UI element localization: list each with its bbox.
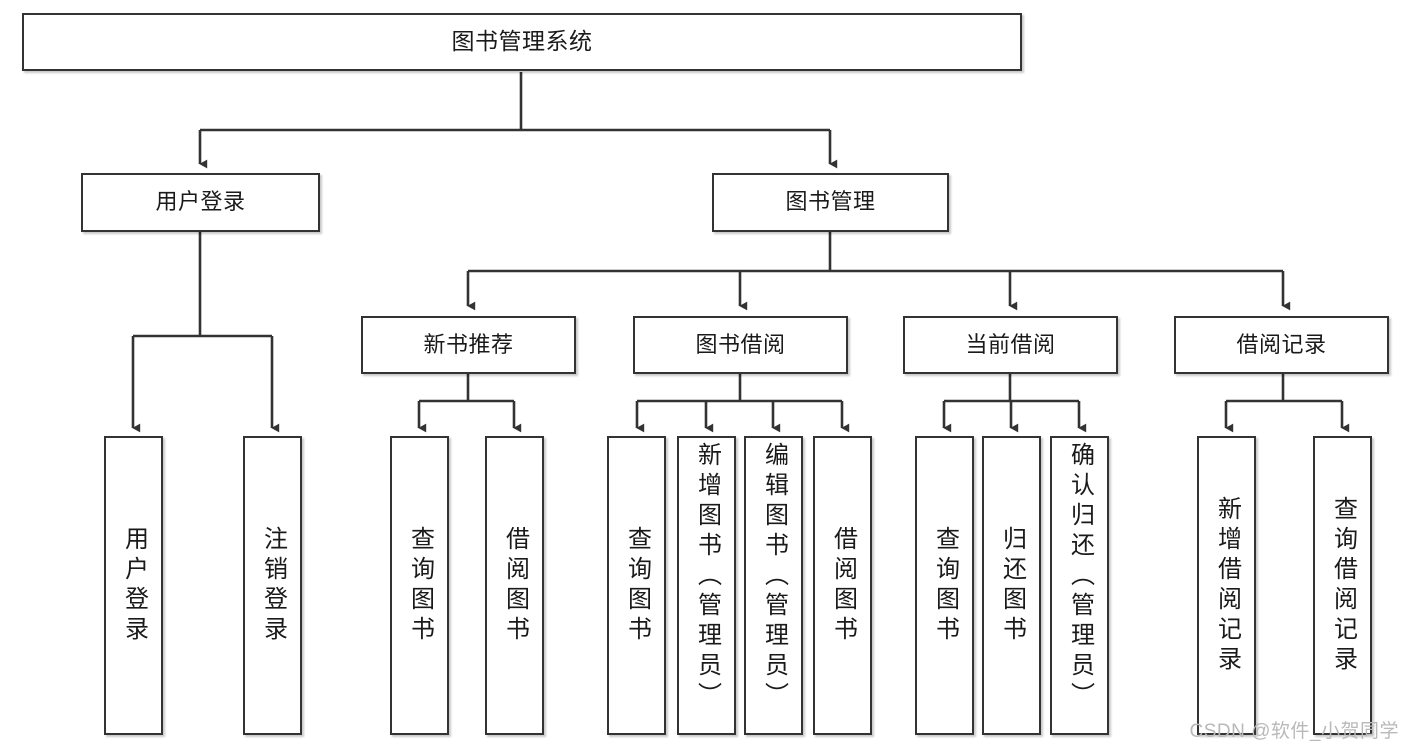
node-new-book-recommend-label: 新书推荐 (423, 331, 514, 357)
node-leaf-user-login-label: 用户登录 (120, 525, 148, 646)
node-leaf-borrow-book-2[interactable]: 借阅图书 (813, 436, 872, 735)
node-borrow-record-label: 借阅记录 (1236, 331, 1327, 357)
node-leaf-query-book-2-label: 查询图书 (623, 525, 651, 646)
node-leaf-query-book-3-label: 查询图书 (931, 525, 959, 646)
node-new-book-recommend[interactable]: 新书推荐 (361, 316, 576, 374)
node-leaf-confirm-return-label: 确认归还（管理员） (1066, 442, 1094, 712)
node-leaf-return-book[interactable]: 归还图书 (982, 436, 1041, 735)
node-leaf-add-record-label: 新增借阅记录 (1213, 495, 1241, 676)
node-leaf-borrow-book-1-label: 借阅图书 (501, 525, 529, 646)
node-leaf-query-record[interactable]: 查询借阅记录 (1313, 436, 1372, 735)
node-leaf-query-book-1[interactable]: 查询图书 (390, 436, 449, 735)
node-root-label: 图书管理系统 (451, 28, 593, 55)
node-book-borrow[interactable]: 图书借阅 (633, 316, 848, 374)
node-current-borrow-label: 当前借阅 (965, 331, 1056, 357)
node-leaf-query-book-3[interactable]: 查询图书 (915, 436, 974, 735)
node-book-manage-label: 图书管理 (785, 189, 876, 215)
node-leaf-add-book[interactable]: 新增图书（管理员） (677, 436, 736, 735)
node-leaf-logout[interactable]: 注销登录 (243, 436, 302, 735)
node-leaf-add-record[interactable]: 新增借阅记录 (1197, 436, 1256, 735)
node-root[interactable]: 图书管理系统 (22, 13, 1022, 71)
node-borrow-record[interactable]: 借阅记录 (1174, 316, 1389, 374)
watermark: CSDN @软件_小贺同学 (1189, 721, 1399, 742)
node-leaf-borrow-book-1[interactable]: 借阅图书 (485, 436, 544, 735)
node-leaf-query-book-1-label: 查询图书 (406, 525, 434, 646)
node-leaf-query-book-2[interactable]: 查询图书 (607, 436, 666, 735)
node-leaf-logout-label: 注销登录 (259, 525, 287, 646)
node-user-login-label: 用户登录 (155, 189, 246, 215)
node-book-borrow-label: 图书借阅 (695, 331, 786, 357)
node-leaf-add-book-label: 新增图书（管理员） (693, 442, 721, 712)
node-leaf-borrow-book-2-label: 借阅图书 (829, 525, 857, 646)
node-user-login[interactable]: 用户登录 (81, 173, 320, 232)
node-leaf-user-login[interactable]: 用户登录 (104, 436, 163, 735)
node-leaf-confirm-return[interactable]: 确认归还（管理员） (1050, 436, 1109, 735)
node-leaf-edit-book-label: 编辑图书（管理员） (760, 442, 788, 712)
node-leaf-query-record-label: 查询借阅记录 (1329, 495, 1357, 676)
node-leaf-return-book-label: 归还图书 (998, 525, 1026, 646)
node-leaf-edit-book[interactable]: 编辑图书（管理员） (744, 436, 803, 735)
node-current-borrow[interactable]: 当前借阅 (903, 316, 1118, 374)
node-book-manage[interactable]: 图书管理 (712, 173, 949, 232)
